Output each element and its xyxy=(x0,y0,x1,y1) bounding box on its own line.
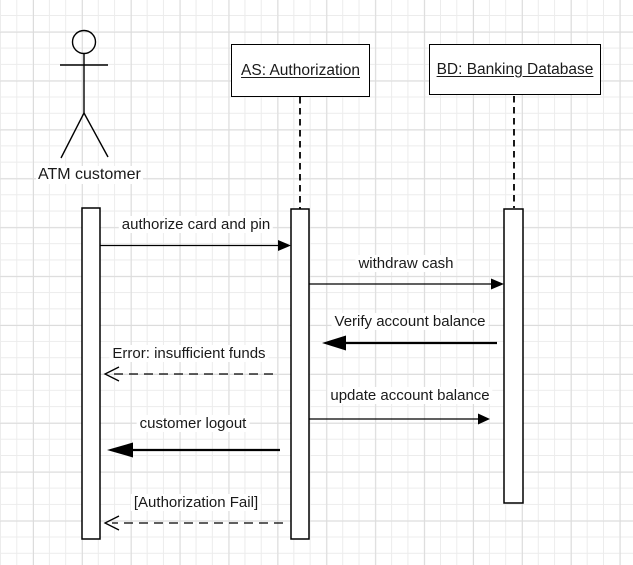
actor-leg-right xyxy=(83,112,109,158)
message-label-authorize-card-and-pin: authorize card and pin xyxy=(118,216,274,233)
message-label-verify-account-balance: Verify account balance xyxy=(331,313,489,330)
actor-head xyxy=(71,29,97,55)
object-label-banking-database: BD: Banking Database xyxy=(436,60,594,78)
arrow-withdraw-cash xyxy=(309,278,504,290)
message-label-authorization-fail: [Authorization Fail] xyxy=(130,494,262,511)
message-label-withdraw-cash: withdraw cash xyxy=(355,255,457,272)
actor-figure xyxy=(60,29,109,159)
message-label-customer-logout: customer logout xyxy=(136,415,250,432)
object-box-banking-database: BD: Banking Database xyxy=(429,44,601,95)
arrow-authorization-fail xyxy=(103,515,283,531)
activation-bar-banking-database xyxy=(503,208,524,504)
message-label-error-insufficient-funds: Error: insufficient funds xyxy=(109,345,269,362)
message-label-update-account-balance: update account balance xyxy=(327,387,493,404)
arrow-authorize-card-and-pin xyxy=(100,240,291,251)
arrow-verify-account-balance xyxy=(322,335,497,351)
actor-leg-left xyxy=(60,112,85,159)
arrow-error-insufficient-funds xyxy=(103,366,273,382)
actor-label: ATM customer xyxy=(36,166,143,184)
arrow-customer-logout xyxy=(107,442,280,458)
arrow-update-account-balance xyxy=(309,413,490,425)
object-box-authorization: AS: Authorization xyxy=(231,44,370,97)
object-label-authorization: AS: Authorization xyxy=(241,61,360,79)
activation-bar-customer xyxy=(81,207,101,540)
activation-bar-authorization xyxy=(290,208,310,540)
